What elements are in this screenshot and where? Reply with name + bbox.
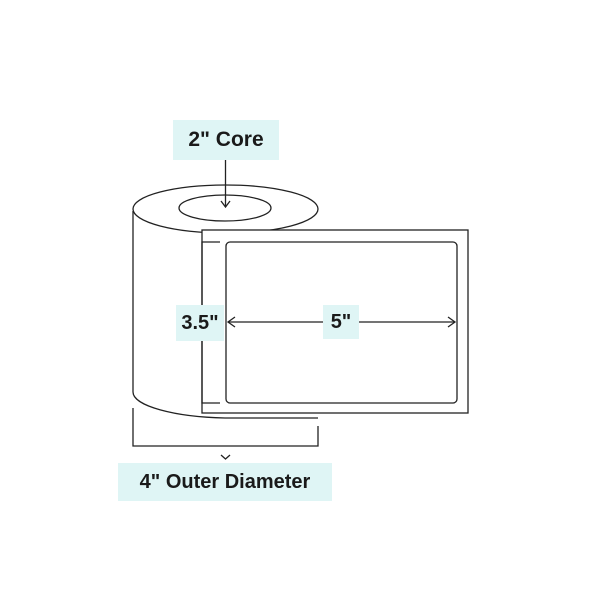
label-height-dimension: 3.5" <box>176 305 224 341</box>
outer-diameter-label: 4" Outer Diameter <box>118 463 332 501</box>
diameter-pointer-chevron <box>220 454 231 460</box>
width-arrow-right-head <box>447 316 457 328</box>
diameter-bracket <box>132 408 319 447</box>
width-arrow-left-head <box>226 316 236 328</box>
label-width-dimension: 5" <box>323 305 359 339</box>
roll-body-outline <box>132 211 318 419</box>
core-pointer-head <box>220 200 231 209</box>
core-size-label: 2" Core <box>173 120 279 160</box>
